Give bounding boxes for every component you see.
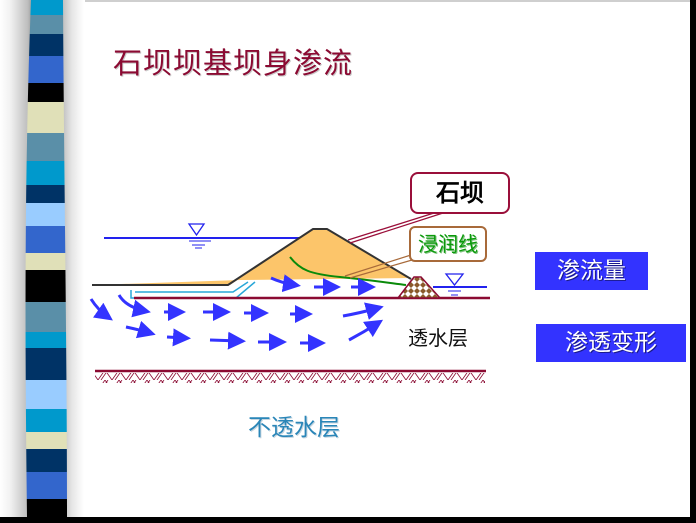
seepage-flow-arrows — [89, 274, 384, 352]
phreatic-line — [289, 256, 407, 286]
upstream-water-symbol — [187, 223, 211, 249]
dam-body — [92, 229, 411, 285]
top-edge — [0, 0, 690, 2]
dam-callout-pointer — [347, 212, 444, 244]
impermeable-hatch — [95, 373, 485, 383]
phreatic-callout-pointer — [344, 253, 420, 279]
dam-label: 石坝 — [410, 172, 510, 214]
toe-drain — [396, 276, 442, 299]
seepage-deformation-button[interactable]: 渗透变形 — [536, 324, 686, 362]
impermeable-layer-label: 不透水层 — [248, 415, 340, 441]
permeable-layer-label: 透水层 — [408, 326, 468, 350]
downstream-water-symbol — [444, 273, 465, 296]
decorative-stripe-sidebar — [25, 0, 67, 517]
dam-outline — [92, 228, 412, 286]
seepage-quantity-button[interactable]: 渗流量 — [535, 252, 648, 290]
phreatic-line-label: 浸润线 — [409, 226, 487, 262]
slide-title: 石坝坝基坝身渗流 — [113, 46, 354, 80]
